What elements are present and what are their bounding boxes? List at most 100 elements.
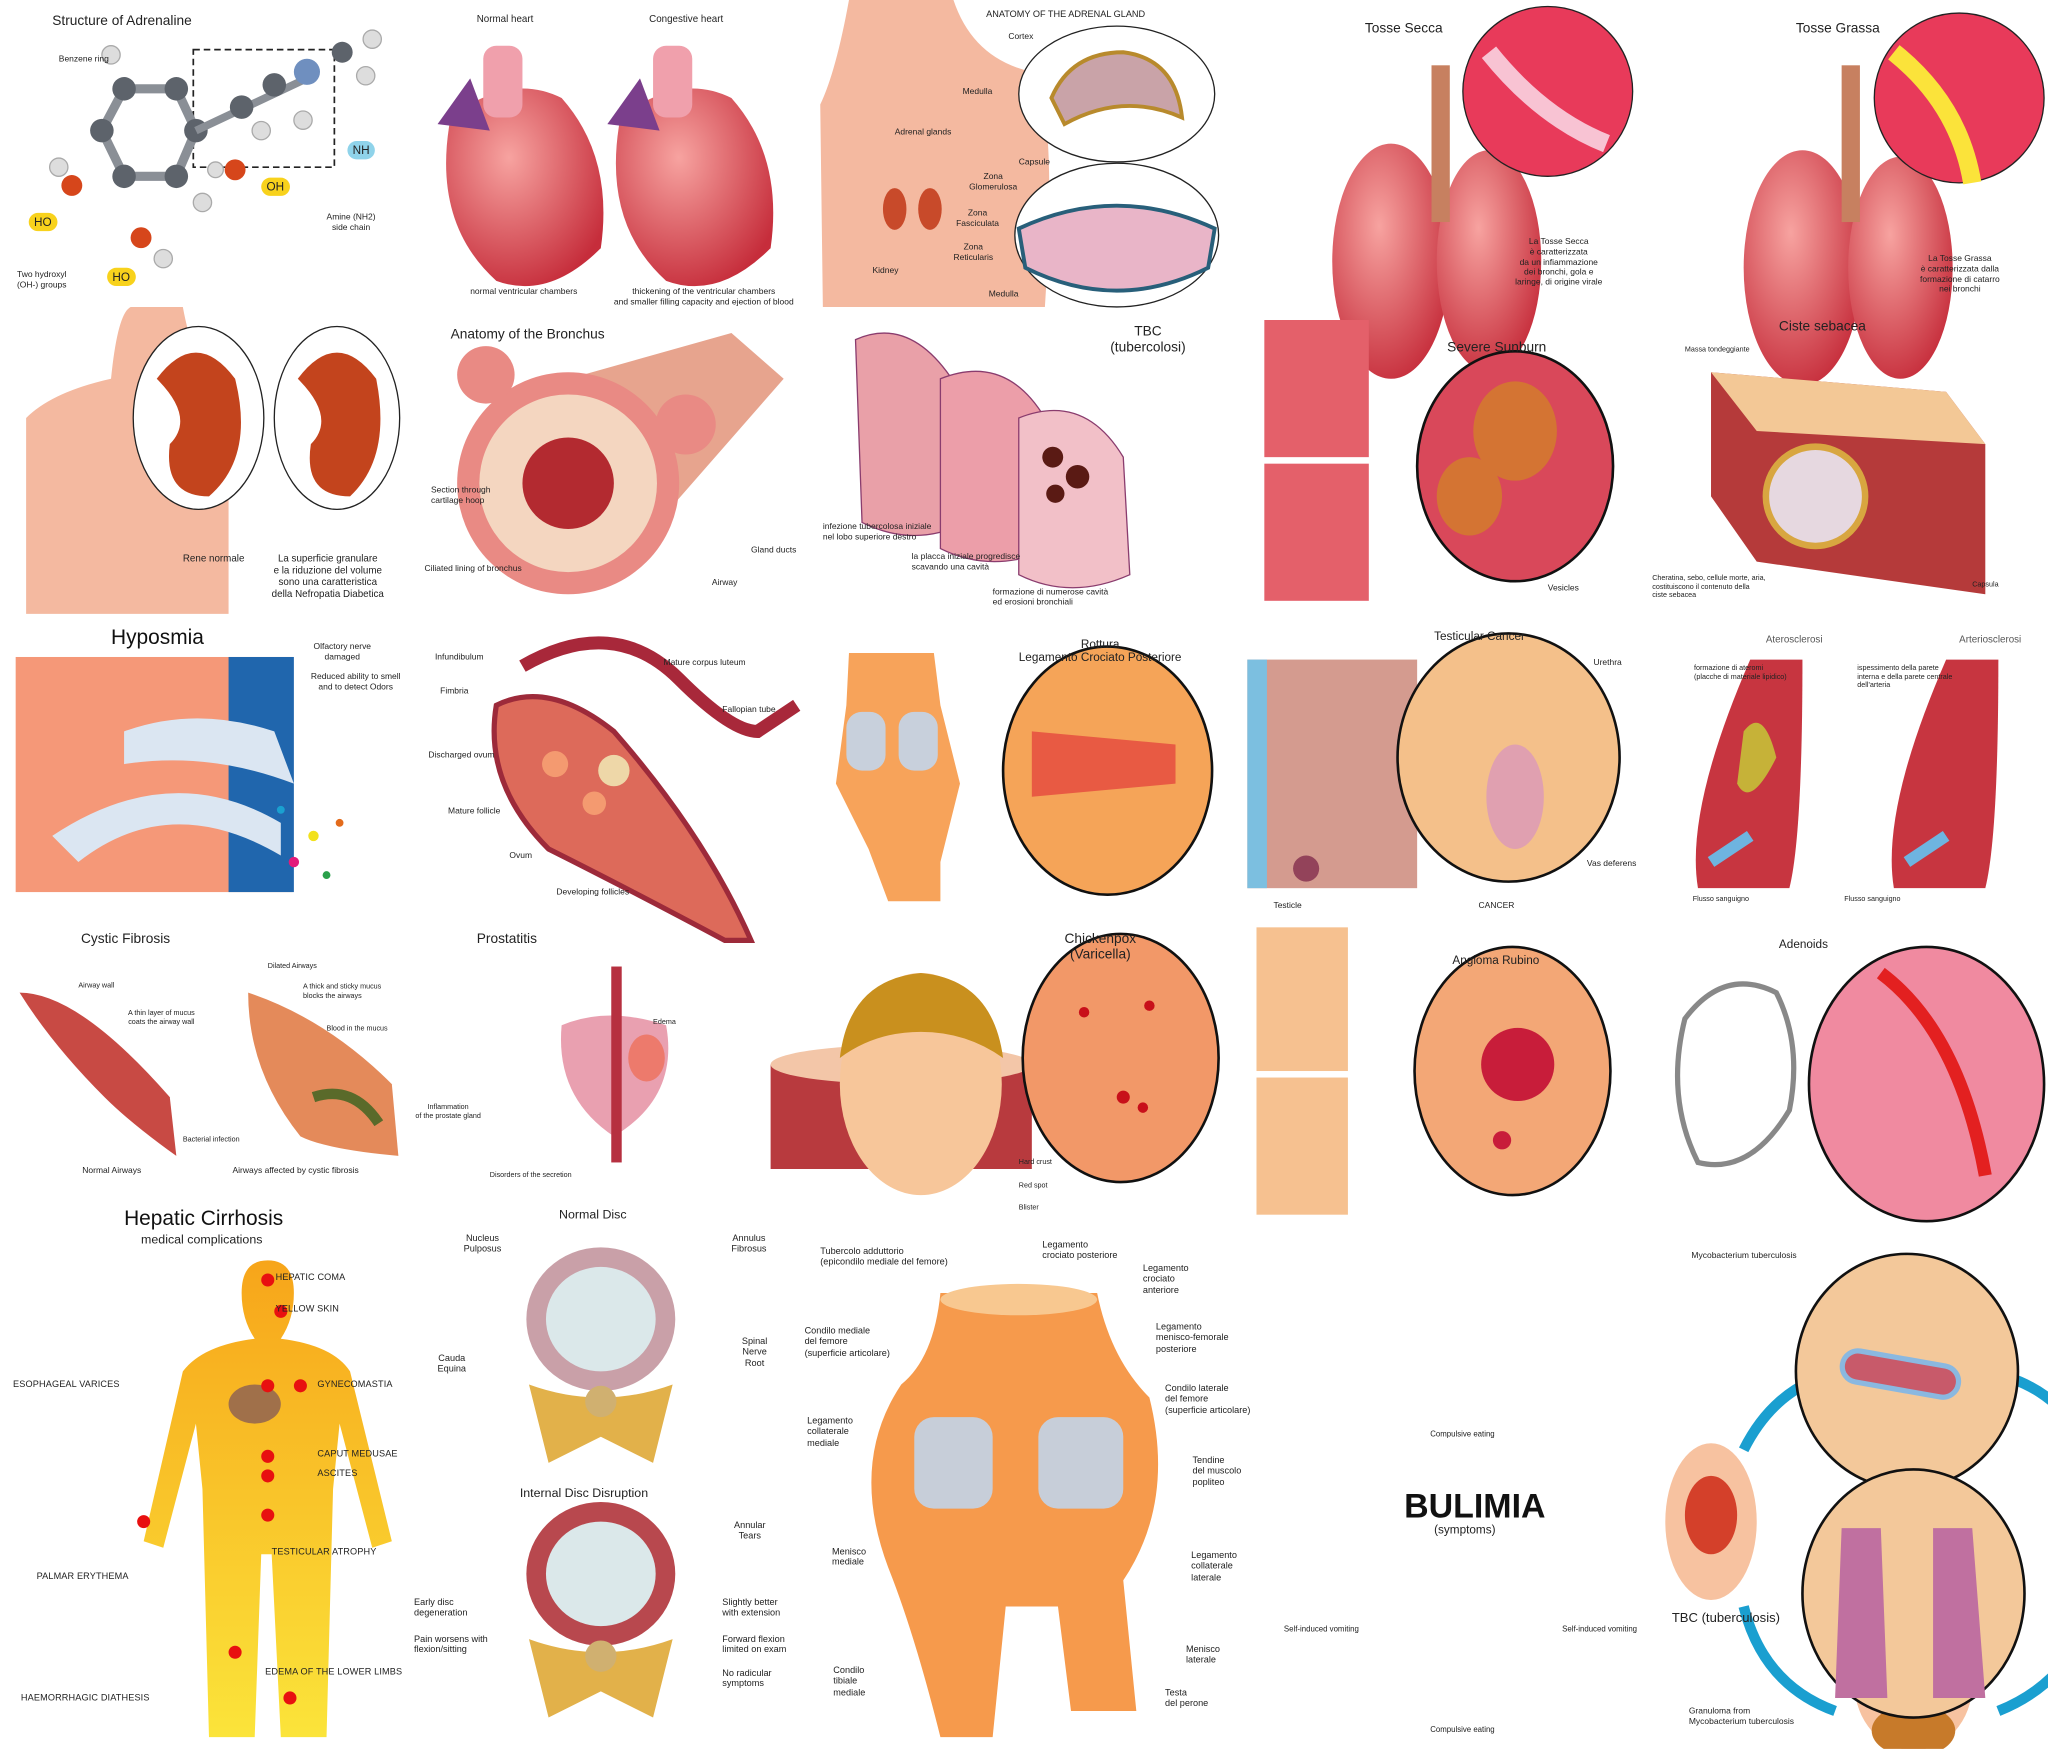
label-crociato-anteriore: Legamento crociato anteriore: [1142, 1264, 1189, 1296]
label-ascites: ASCITES: [317, 1469, 358, 1479]
label-no-radicular: No radicular symptoms: [722, 1669, 772, 1690]
label-spinal-nerve-root: Spinal Nerve Root: [741, 1337, 768, 1369]
label-self-induced-vomiting-right: Self-induced vomiting: [1562, 1626, 1638, 1634]
label-hepatic-coma: HEPATIC COMA: [275, 1273, 346, 1283]
label-nefropatia-diabetica: La superficie granulare e la riduzione d…: [271, 552, 384, 600]
label-menisco-mediale: Menisco mediale: [831, 1547, 867, 1568]
kidney-illustration: [26, 306, 401, 614]
testicular-cancer-illustration: [1247, 632, 1621, 889]
label-massa-tondeggiante: Massa tondeggiante: [1684, 346, 1750, 354]
normal-disc-title: Normal Disc: [559, 1208, 627, 1223]
label-ovum: Ovum: [509, 851, 533, 861]
tuberculosis-illustration: [1794, 1252, 2026, 1719]
cough-illustrations: [1332, 5, 2045, 386]
tbc-lungs-illustration: [854, 332, 1131, 589]
label-self-induced-vomiting-left: Self-induced vomiting: [1283, 1626, 1359, 1634]
label-infundibulum: Infundibulum: [434, 653, 484, 663]
sunburn-title: Severe Sunburn: [1447, 339, 1547, 356]
tbc-it-title: TBC (tubercolosi): [1110, 323, 1186, 356]
label-inflammation-prostate: Inflammation of the prostate gland: [415, 1103, 481, 1121]
odor-particles: [276, 805, 344, 880]
badge-nh: NH: [347, 141, 375, 160]
label-rene-normale: Rene normale: [182, 552, 245, 565]
label-menisco-femorale: Legamento menisco-femorale posteriore: [1155, 1323, 1229, 1355]
label-collaterale-mediale: Legamento collaterale mediale: [807, 1417, 853, 1449]
bulimia-title: BULIMIA: [1404, 1486, 1546, 1526]
label-vesicles: Vesicles: [1547, 583, 1579, 593]
hepatic-subtitle: medical complications: [141, 1232, 263, 1248]
label-dilated-airways: Dilated Airways: [267, 962, 317, 971]
label-mature-follicle: Mature follicle: [447, 807, 501, 817]
bulimia-subtitle: (symptoms): [1434, 1522, 1496, 1536]
label-disorders-secretion: Disorders of the secretion: [489, 1171, 572, 1180]
label-flusso-sanguigno-1: Flusso sanguigno: [1692, 895, 1750, 904]
label-yellow-skin: YELLOW SKIN: [275, 1304, 340, 1314]
label-edema-lower-limbs: EDEMA OF THE LOWER LIMBS: [265, 1667, 403, 1678]
label-urethra: Urethra: [1593, 658, 1622, 668]
adenoids-illustration: [1674, 945, 2046, 1223]
label-menisco-laterale: Menisco laterale: [1185, 1645, 1221, 1666]
label-flusso-sanguigno-2: Flusso sanguigno: [1844, 895, 1901, 904]
label-thin-mucus: A thin layer of mucus coats the airway w…: [127, 1009, 195, 1027]
label-condilo-tibiale: Condilo tibiale mediale: [833, 1666, 866, 1698]
label-mycobacterium: Mycobacterium tuberculosis: [1691, 1251, 1797, 1261]
cystic-fibrosis-title: Cystic Fibrosis: [80, 931, 171, 947]
label-caput-medusae: CAPUT MEDUSAE: [317, 1449, 398, 1459]
label-ispessimento: ispessimento della parete interna e dell…: [1857, 664, 1953, 690]
label-compulsive-eating-bottom: Compulsive eating: [1430, 1726, 1495, 1735]
label-medulla-top: Medulla: [962, 87, 993, 97]
tosse-grassa-title: Tosse Grassa: [1795, 20, 1880, 37]
label-gland-ducts: Gland ducts: [751, 545, 797, 556]
badge-ho-2: HO: [107, 267, 136, 287]
internal-disc-disruption-title: Internal Disc Disruption: [519, 1486, 649, 1501]
label-amine-side-chain: Amine (NH2) side chain: [326, 212, 376, 233]
sunburn-illustration: [1264, 319, 1615, 601]
aterosclerosi-title: Aterosclerosi: [1765, 633, 1823, 646]
hyposmia-title: Hyposmia: [111, 626, 204, 650]
label-palmar-erythema: PALMAR ERYTHEMA: [36, 1572, 129, 1582]
label-condilo-mediale-femore: Condilo mediale del femore (superficie a…: [804, 1327, 890, 1359]
tbc-en-title: TBC (tuberculosis): [1671, 1611, 1780, 1627]
congestive-heart-title: Congestive heart: [649, 13, 724, 25]
hepatic-body-illustration: [137, 1260, 392, 1738]
testicular-cancer-title: Testicular Cancer: [1434, 629, 1525, 643]
label-fimbria: Fimbria: [440, 687, 469, 697]
label-condilo-laterale-femore: Condilo laterale del femore (superficie …: [1165, 1384, 1251, 1416]
tosse-secca-title: Tosse Secca: [1364, 20, 1443, 37]
label-normal-ventricular-chambers: normal ventricular chambers: [470, 287, 578, 297]
label-blood-mucus: Blood in the mucus: [326, 1025, 388, 1034]
label-olfactory-nerve: Olfactory nerve damaged: [313, 642, 372, 662]
label-developing-follicles: Developing follicles: [556, 888, 630, 898]
label-thickening-ventricular: thickening of the ventricular chambers a…: [613, 287, 794, 307]
label-tbc-infezione: infezione tubercolosa iniziale nel lobo …: [822, 522, 932, 542]
label-capsula: Capsula: [1972, 581, 1999, 590]
label-two-hydroxyl-groups: Two hydroxyl (OH-) groups: [16, 270, 67, 290]
knee-anatomy-illustration: [871, 1283, 1159, 1738]
badge-oh: OH: [261, 177, 290, 196]
label-testicle: Testicle: [1273, 901, 1302, 911]
angioma-illustration: [1256, 927, 1612, 1215]
label-kidney: Kidney: [872, 266, 899, 276]
label-early-disc-degeneration: Early disc degeneration: [414, 1598, 468, 1619]
label-benzene-ring: Benzene ring: [58, 54, 109, 64]
label-airways-affected: Airways affected by cystic fibrosis: [232, 1166, 359, 1176]
hyposmia-illustration: [15, 656, 344, 893]
label-zona-reticularis: Zona Reticularis: [953, 242, 994, 263]
sebaceous-cyst-illustration: [1711, 372, 1986, 595]
label-esophageal-varices: ESOPHAGEAL VARICES: [13, 1380, 120, 1390]
label-capsule: Capsule: [1018, 158, 1050, 168]
disc-illustrations: [526, 1247, 676, 1718]
angioma-title: Angioma Rubino: [1452, 953, 1540, 967]
label-gynecomastia: GYNECOMASTIA: [317, 1380, 393, 1390]
arteriosclerosi-title: Arteriosclerosi: [1959, 633, 2022, 646]
label-zona-glomerulosa: Zona Glomerulosa: [969, 172, 1018, 192]
knee-rupture-illustration: [835, 645, 1214, 902]
label-cauda-equina: Cauda Equina: [437, 1354, 467, 1375]
label-cheratina: Cheratina, sebo, cellule morte, aria, co…: [1652, 574, 1766, 600]
heart-illustrations: [437, 45, 774, 287]
label-crociato-posteriore: Legamento crociato posteriore: [1042, 1240, 1118, 1261]
label-nucleus-pulposus: Nucleus Pulposus: [463, 1234, 502, 1255]
hepatic-cirrhosis-title: Hepatic Cirrhosis: [124, 1208, 284, 1231]
label-airway: Airway: [711, 578, 738, 588]
